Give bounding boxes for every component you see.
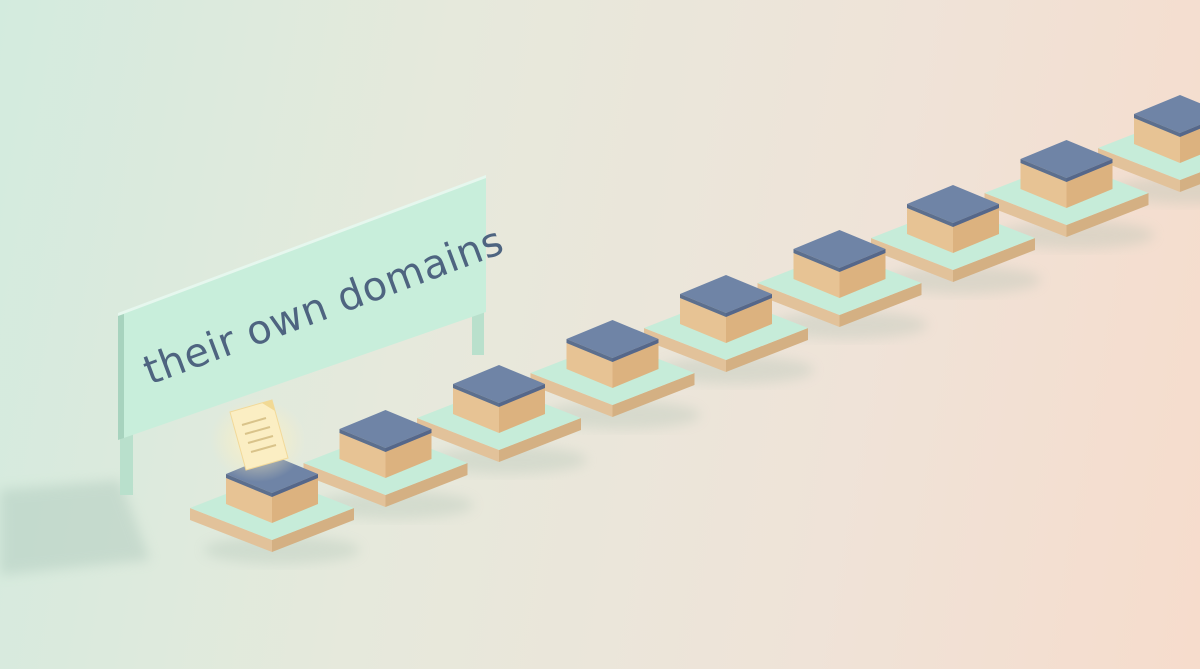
box-lid-edge — [1020, 159, 1067, 182]
box-side — [612, 339, 659, 388]
document-line — [247, 435, 274, 444]
platform-side-right — [953, 238, 1035, 282]
block-shadow — [998, 221, 1155, 249]
box-side — [726, 294, 772, 343]
platform-side-right — [499, 418, 581, 462]
document-sheet — [229, 399, 289, 471]
box-lid-edge — [612, 339, 659, 362]
platform-side-left — [757, 283, 840, 327]
platform-side-right — [726, 328, 808, 372]
box-front — [226, 474, 272, 523]
box-side — [1066, 159, 1113, 208]
box-front — [1134, 114, 1180, 163]
block-shadow — [204, 536, 360, 564]
box-front — [1020, 159, 1067, 208]
block-shadow — [317, 491, 474, 519]
platform-side-right — [1066, 193, 1149, 237]
box-front — [907, 204, 953, 253]
domain-block — [530, 320, 701, 429]
sign-face — [118, 178, 486, 440]
platform-side-right — [612, 373, 695, 417]
box-lid-edge — [1180, 124, 1200, 137]
box-front — [566, 339, 613, 388]
domain-block — [190, 455, 360, 564]
box-lid — [1134, 95, 1200, 133]
block-shadow — [431, 446, 587, 474]
domain-block — [303, 410, 474, 519]
box-lid-edge — [566, 339, 613, 362]
platform-side-left — [190, 508, 272, 552]
document-icon — [210, 398, 306, 482]
box-lid-edge — [226, 474, 272, 497]
box-front — [453, 384, 499, 433]
sign-board: their own domains — [118, 175, 510, 495]
box-lid-edge — [1134, 114, 1180, 137]
box-front — [339, 429, 386, 478]
document-line — [244, 426, 271, 435]
block-row — [190, 95, 1200, 564]
box-side — [953, 204, 999, 253]
box-lid-edge — [339, 429, 386, 452]
platform-side-left — [303, 463, 386, 507]
box-lid-edge — [726, 294, 772, 317]
document-line — [241, 417, 267, 426]
box-lid-edge — [839, 249, 886, 272]
box-front — [680, 294, 726, 343]
platform-side-right — [1180, 172, 1200, 192]
sign-side — [118, 314, 124, 440]
domain-block — [417, 365, 587, 474]
block-shadow — [771, 311, 928, 339]
box-side — [499, 384, 545, 433]
box-lid-edge — [680, 294, 726, 317]
box-lid-edge — [907, 204, 953, 227]
box-side — [385, 429, 432, 478]
block-shadow — [658, 356, 814, 384]
domain-block — [871, 185, 1041, 294]
box-lid-edge — [272, 474, 318, 497]
platform-side-left — [530, 373, 613, 417]
document-line — [250, 444, 277, 453]
box-lid-edge — [453, 384, 499, 407]
box-front — [793, 249, 840, 298]
box-lid-edge — [1066, 159, 1113, 182]
sign-shadow — [0, 480, 150, 575]
box-side — [272, 474, 318, 523]
platform-side-left — [417, 418, 499, 462]
platform-side-right — [272, 508, 354, 552]
platform-side-left — [1098, 148, 1180, 192]
domain-block — [984, 140, 1155, 249]
box-lid-edge — [953, 204, 999, 227]
block-shadow — [544, 401, 701, 429]
platform-side-right — [839, 283, 922, 327]
box-side — [839, 249, 886, 298]
platform-side-right — [385, 463, 468, 507]
document-fold — [262, 400, 275, 411]
platform-side-left — [871, 238, 953, 282]
block-shadow — [885, 266, 1041, 294]
platform-side-left — [984, 193, 1067, 237]
platform-side-left — [644, 328, 726, 372]
sign-post-left — [120, 420, 133, 495]
box-lid-edge — [385, 429, 432, 452]
box-lid-edge — [793, 249, 840, 272]
domain-block — [644, 275, 814, 384]
box-lid-edge — [499, 384, 545, 407]
domain-block — [757, 230, 928, 339]
